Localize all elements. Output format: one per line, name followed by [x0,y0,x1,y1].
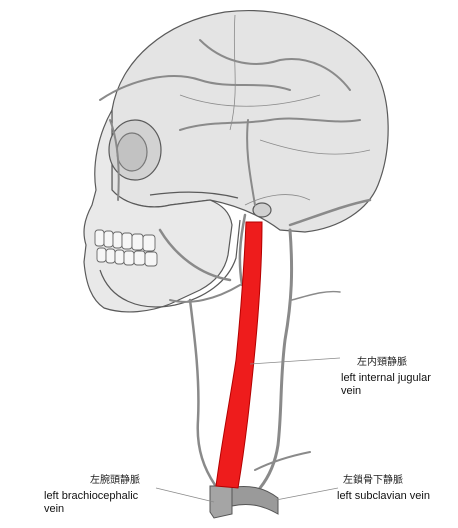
left-internal-jugular-vein [215,221,263,489]
other-veins [99,39,372,490]
leader-subclavian [275,487,339,501]
label-en: left internal jugular [341,372,431,384]
neck-branch-1 [169,284,241,303]
label-left-brachiocephalic-vein: 左腕頭静脈 left brachiocephalic vein [44,474,140,516]
orbit-inner [116,132,148,172]
leader-lines [155,357,341,503]
label-en: left brachiocephalic [44,490,139,502]
neck-branch-2 [291,290,341,301]
anterior-jugular-vein [188,298,217,487]
subclavian-vein [227,485,279,515]
superficial-temporal-vein [246,119,256,206]
label-en-2: vein [341,385,362,397]
label-en: left subclavian vein [337,490,430,502]
leader-internal-jugular [249,357,341,365]
label-ja: 左内頸静脈 [357,357,407,368]
scalp-vein-2 [199,39,351,91]
label-ja: 左鎖骨下静脈 [343,475,403,486]
skull [83,9,389,313]
scalp-vein-3 [179,117,361,131]
label-en-2: vein [44,503,65,515]
leader-brachiocephalic [155,487,215,503]
label-left-internal-jugular-vein: 左内頸静脈 left internal jugular vein [341,356,431,398]
scalp-vein-1 [99,75,291,101]
facial-vein [158,228,232,282]
transverse-cervical [254,451,311,471]
zygomatic-arch [149,191,239,199]
label-left-subclavian-vein: 左鎖骨下静脈 left subclavian vein [337,474,430,503]
subclavian-junction [209,485,279,519]
supraorbital-vein [109,119,120,201]
mandible [99,219,241,308]
occipital-vein [288,198,372,227]
retromandibular-vein [238,213,247,287]
external-jugular-vein [258,228,294,490]
teeth [94,229,158,267]
external-acoustic-meatus [252,202,272,218]
skull-sutures [179,14,371,206]
label-ja: 左腕頭静脈 [90,475,140,486]
